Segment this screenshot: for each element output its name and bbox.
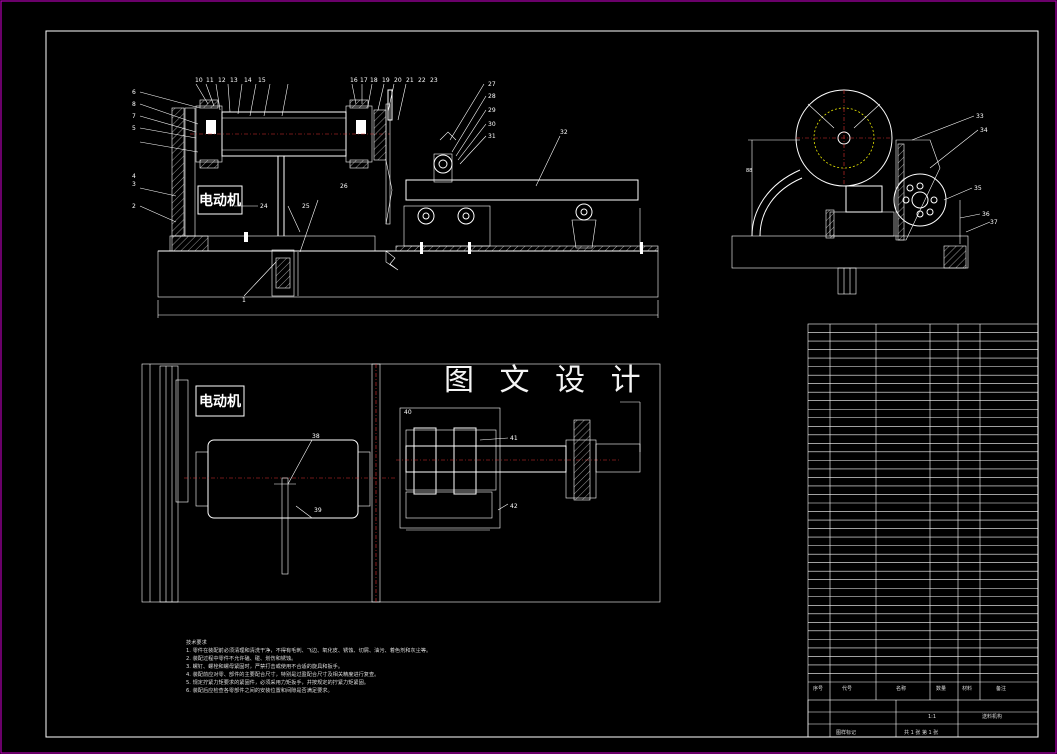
roller-top <box>207 439 359 519</box>
svg-text:1: 1 <box>242 297 246 304</box>
svg-text:12: 12 <box>218 77 226 84</box>
bom-header-row: 序号 代号 名称 数量 材料 备注 <box>813 685 1006 692</box>
svg-text:31: 31 <box>488 133 496 140</box>
svg-text:2: 2 <box>132 203 136 210</box>
motor-top-body <box>195 385 245 417</box>
svg-text:22: 22 <box>418 77 426 84</box>
svg-text:42: 42 <box>510 503 518 510</box>
svg-text:88: 88 <box>746 168 752 174</box>
svg-text:37: 37 <box>990 219 998 226</box>
bom-header-remark: 备注 <box>996 685 1006 692</box>
watermark-text: 图 文 设 计 <box>444 363 649 398</box>
svg-text:34: 34 <box>980 127 988 134</box>
note-line-3: 3. 螺钉、螺栓和螺母紧固时，严禁打击或使用不合适的旋具和扳手。 <box>186 662 343 670</box>
svg-text:11: 11 <box>206 77 214 84</box>
note-line-5: 5. 规定拧紧力矩要求的紧固件，必须采用力矩扳手，并按规定的拧紧力矩紧固。 <box>186 678 369 686</box>
title-block-name: 送料机构 <box>982 713 1002 720</box>
svg-text:16: 16 <box>350 77 358 84</box>
bom-header-no: 序号 <box>813 685 823 692</box>
motor-front-body <box>197 185 243 215</box>
svg-text:28: 28 <box>488 93 496 100</box>
motor-label-top: 电动机 <box>199 393 241 410</box>
svg-text:33: 33 <box>976 113 984 120</box>
left-pedestal <box>169 235 376 252</box>
bom-header-name: 名称 <box>896 685 906 692</box>
notes-title: 技术要求 <box>186 638 208 646</box>
svg-text:17: 17 <box>360 77 368 84</box>
motor-label-front: 电动机 <box>199 192 241 209</box>
note-line-2: 2. 装配过程中零件不允许磕、碰、划伤和锈蚀。 <box>186 654 296 662</box>
svg-text:36: 36 <box>982 211 990 218</box>
svg-text:27: 27 <box>488 81 496 88</box>
title-block: 图样标记 1:1 送料机构 共 1 张 第 1 张 <box>807 699 1039 738</box>
svg-text:29: 29 <box>488 107 496 114</box>
svg-text:18: 18 <box>370 77 378 84</box>
svg-text:30: 30 <box>488 121 496 128</box>
note-line-1: 1. 零件在装配前必须清理和清洗干净，不得有毛刺、飞边、氧化皮、锈蚀、切屑、油污… <box>186 646 431 654</box>
svg-text:35: 35 <box>974 185 982 192</box>
bom-header-code: 代号 <box>842 685 852 692</box>
svg-text:24: 24 <box>260 203 268 210</box>
svg-text:15: 15 <box>258 77 266 84</box>
svg-text:23: 23 <box>430 77 438 84</box>
svg-text:4: 4 <box>132 173 136 180</box>
svg-text:7: 7 <box>132 113 136 120</box>
note-line-6: 6. 装配后应检查各零部件之间的安装位置和间隙是否满足要求。 <box>186 686 333 694</box>
svg-text:5: 5 <box>132 125 136 132</box>
svg-text:8: 8 <box>132 101 136 108</box>
svg-text:10: 10 <box>195 77 203 84</box>
bom-header-material: 材料 <box>962 685 972 692</box>
title-block-sheet-label: 图样标记 <box>836 729 856 736</box>
title-block-scale: 1:1 <box>928 714 936 720</box>
svg-text:41: 41 <box>510 435 518 442</box>
svg-text:26: 26 <box>340 183 348 190</box>
svg-text:38: 38 <box>312 433 320 440</box>
technical-notes: 技术要求 1. 零件在装配前必须清理和清洗干净，不得有毛刺、飞边、氧化皮、锈蚀、… <box>186 638 431 694</box>
svg-text:32: 32 <box>560 129 568 136</box>
feed-table <box>405 179 639 201</box>
svg-text:3: 3 <box>132 181 136 188</box>
svg-text:20: 20 <box>394 77 402 84</box>
svg-text:21: 21 <box>406 77 414 84</box>
svg-text:19: 19 <box>382 77 390 84</box>
top-view: 电动机 38 39 41 42 40 图 文 设 计 <box>141 363 661 603</box>
svg-text:40: 40 <box>404 409 412 416</box>
svg-text:25: 25 <box>302 203 310 210</box>
svg-text:6: 6 <box>132 89 136 96</box>
title-block-sheet: 共 1 张 第 1 张 <box>904 729 938 736</box>
bom-header-qty: 数量 <box>936 685 946 692</box>
front-view: 电动机 <box>132 77 659 318</box>
note-line-4: 4. 装配前应对零、部件的主要配合尺寸，特别是过盈配合尺寸及相关精度进行复查。 <box>186 670 379 678</box>
bom-table: 序号 代号 名称 数量 材料 备注 <box>807 323 1039 738</box>
svg-text:13: 13 <box>230 77 238 84</box>
svg-text:14: 14 <box>244 77 252 84</box>
svg-text:39: 39 <box>314 507 322 514</box>
